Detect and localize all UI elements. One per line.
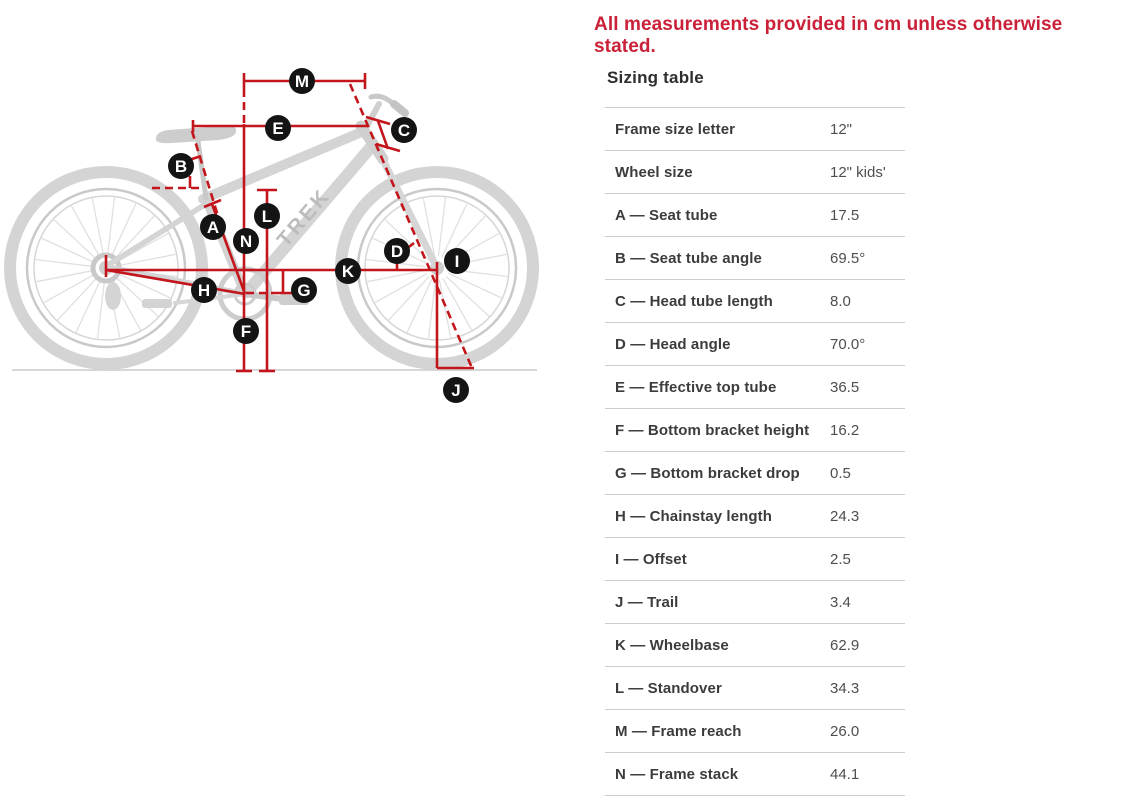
measurement-value: 16.2 xyxy=(830,421,860,439)
sizing-table-row: B — Seat tube angle 69.5° xyxy=(605,236,905,279)
measurement-label: D — Head angle xyxy=(615,335,731,353)
measurement-value: 44.1 xyxy=(830,765,860,783)
measurement-value: 24.3 xyxy=(830,507,860,525)
sizing-table-row: H — Chainstay length 24.3 xyxy=(605,494,905,537)
measurement-label: C — Head tube length xyxy=(615,292,773,310)
measurement-value: 34.3 xyxy=(830,679,860,697)
sizing-table-title: Sizing table xyxy=(607,68,704,87)
rear-wheel xyxy=(4,166,208,370)
diagram-label-k: K xyxy=(335,258,361,284)
svg-text:M: M xyxy=(295,72,309,91)
measurement-label: A — Seat tube xyxy=(615,206,718,224)
measurement-value: 70.0° xyxy=(830,335,866,353)
svg-text:H: H xyxy=(198,281,210,300)
sizing-table-row: I — Offset 2.5 xyxy=(605,537,905,580)
measurement-label: Frame size letter xyxy=(615,120,736,138)
svg-text:B: B xyxy=(175,157,187,176)
sizing-table-row: C — Head tube length 8.0 xyxy=(605,279,905,322)
diagram-label-h: H xyxy=(191,277,217,303)
measurement-label: H — Chainstay length xyxy=(615,507,773,525)
svg-text:F: F xyxy=(241,322,251,341)
sizing-table-row: D — Head angle 70.0° xyxy=(605,322,905,365)
svg-text:D: D xyxy=(391,242,403,261)
head-tube xyxy=(355,120,389,165)
sizing-table-row: G — Bottom bracket drop 0.5 xyxy=(605,451,905,494)
measurement-value: 12" kids' xyxy=(830,163,886,181)
measurement-label: B — Seat tube angle xyxy=(615,249,762,267)
measurement-value: 26.0 xyxy=(830,722,860,740)
svg-text:N: N xyxy=(240,232,252,251)
sizing-table-row: L — Standover 34.3 xyxy=(605,666,905,709)
diagram-label-g: G xyxy=(291,277,317,303)
diagram-label-l: L xyxy=(254,203,280,229)
measurement-label: F — Bottom bracket height xyxy=(615,421,810,439)
measurement-value: 17.5 xyxy=(830,206,860,224)
seat-stay xyxy=(105,201,209,268)
measurement-label: N — Frame stack xyxy=(615,765,739,783)
sizing-table-row: Wheel size 12" kids' xyxy=(605,150,905,193)
measurement-value: 3.4 xyxy=(830,593,851,611)
diagram-label-a: A xyxy=(200,214,226,240)
pedal-left xyxy=(142,299,172,308)
rear-derailleur xyxy=(105,282,121,310)
measurement-value: 12" xyxy=(830,120,853,138)
diagram-label-d: D xyxy=(384,238,410,264)
measurement-label: Wheel size xyxy=(615,163,693,181)
sizing-table-row: A — Seat tube 17.5 xyxy=(605,193,905,236)
diagram-label-e: E xyxy=(265,115,291,141)
seatpost xyxy=(195,138,209,201)
svg-text:G: G xyxy=(297,281,310,300)
sizing-table-row: M — Frame reach 26.0 xyxy=(605,709,905,752)
sizing-table-row: Frame size letter 12" xyxy=(605,107,905,150)
diagram-label-j: J xyxy=(443,377,469,403)
diagram-label-f: F xyxy=(233,318,259,344)
measurement-label: L — Standover xyxy=(615,679,722,697)
measurements-note: All measurements provided in cm unless o… xyxy=(594,14,1063,57)
measurement-label: M — Frame reach xyxy=(615,722,742,740)
svg-text:K: K xyxy=(342,262,355,281)
svg-text:E: E xyxy=(272,119,283,138)
sizing-table-row: E — Effective top tube 36.5 xyxy=(605,365,905,408)
svg-text:J: J xyxy=(451,381,460,400)
grip xyxy=(390,100,409,117)
measurement-label: G — Bottom bracket drop xyxy=(615,464,800,482)
sizing-table-row: N — Frame stack 44.1 xyxy=(605,752,905,795)
diagram-label-i: I xyxy=(444,248,470,274)
measurement-label: E — Effective top tube xyxy=(615,378,777,396)
saddle xyxy=(155,125,237,144)
sizing-table: Frame size letter 12" Wheel size 12" kid… xyxy=(605,107,905,796)
measurement-value: 2.5 xyxy=(830,550,851,568)
measurement-label: J — Trail xyxy=(615,593,679,611)
diagram-label-c: C xyxy=(391,117,417,143)
measurement-value: 36.5 xyxy=(830,378,860,396)
svg-text:I: I xyxy=(455,252,460,271)
measurement-label: I — Offset xyxy=(615,550,687,568)
svg-text:A: A xyxy=(207,218,219,237)
svg-text:C: C xyxy=(398,121,410,140)
diagram-label-b: B xyxy=(168,153,194,179)
sizing-table-row: J — Trail 3.4 xyxy=(605,580,905,623)
top-tube xyxy=(198,126,369,204)
measurement-label: K — Wheelbase xyxy=(615,636,729,654)
diagram-label-m: M xyxy=(289,68,315,94)
diagram-label-n: N xyxy=(233,228,259,254)
measurement-value: 8.0 xyxy=(830,292,851,310)
measurement-value: 69.5° xyxy=(830,249,866,267)
stem xyxy=(364,101,382,129)
svg-text:L: L xyxy=(262,207,272,226)
sizing-table-body: Frame size letter 12" Wheel size 12" kid… xyxy=(605,107,905,795)
sizing-section: Sizing table Frame size letter 12" Wheel… xyxy=(605,60,905,796)
sizing-table-row: F — Bottom bracket height 16.2 xyxy=(605,408,905,451)
brand-logo: TREK xyxy=(273,184,335,252)
sizing-table-row: K — Wheelbase 62.9 xyxy=(605,623,905,666)
measurement-value: 0.5 xyxy=(830,464,851,482)
bike-geometry-diagram: TREK xyxy=(4,68,539,403)
measurement-value: 62.9 xyxy=(830,636,860,654)
